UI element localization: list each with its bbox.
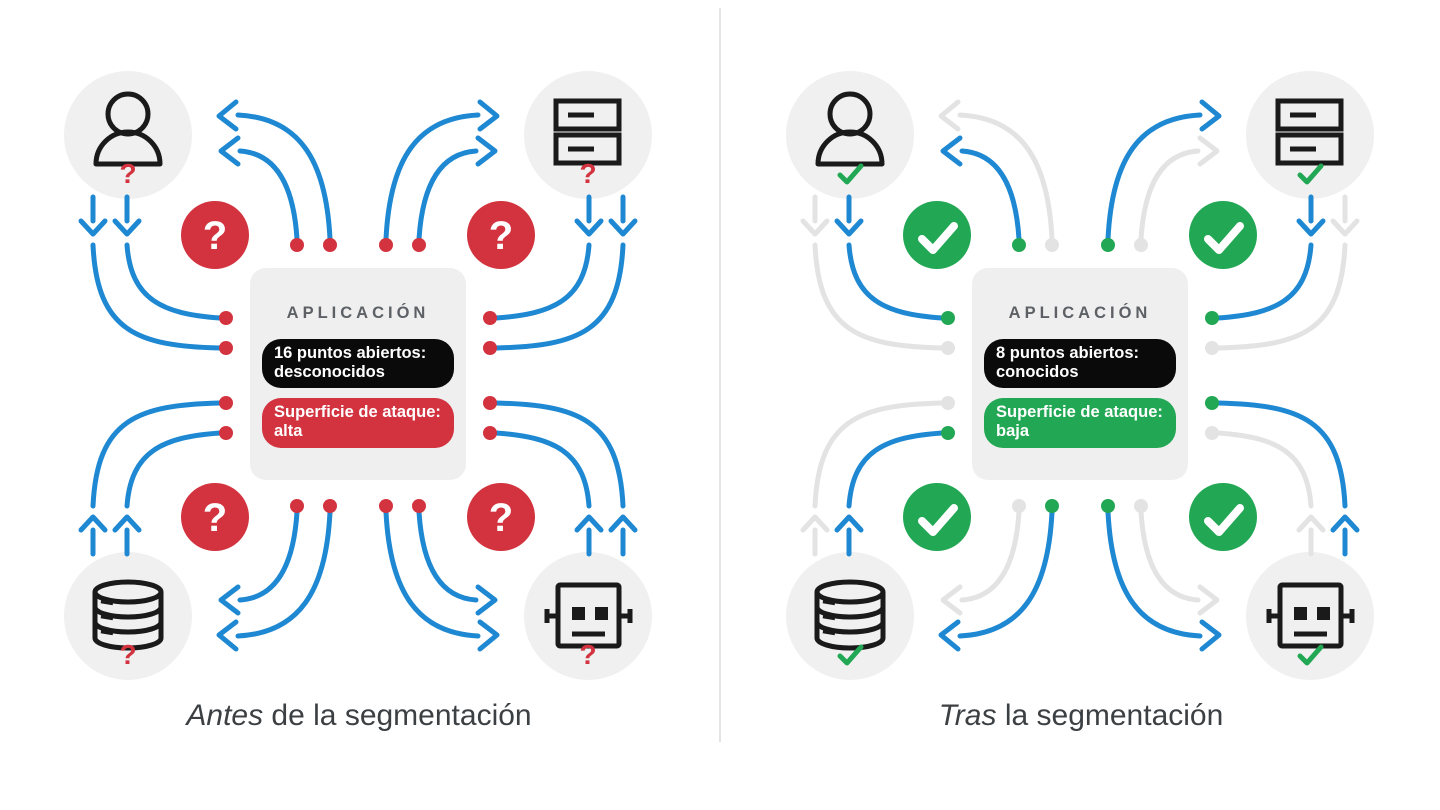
svg-text:?: ? (579, 158, 596, 189)
attack-surface-pill: Superficie de ataque: alta (262, 398, 454, 448)
attack-surface-line1: Superficie de ataque: (996, 403, 1163, 422)
caption-before: Antes de la segmentación (0, 699, 718, 733)
bot-icon (1266, 582, 1355, 649)
caption-before-rest: de la segmentación (263, 699, 532, 732)
connections-br (1101, 396, 1360, 652)
application-box: APLICACIÓN 16 puntos abiertos: desconoci… (250, 268, 466, 480)
vertical-divider (719, 8, 721, 742)
diagram-after-segmentation: APLICACIÓN 8 puntos abiertos: conocidos … (722, 0, 1440, 810)
node-question-mark: ? (579, 639, 596, 670)
connections-tr (1101, 99, 1360, 355)
attack-surface-line2: baja (996, 421, 1030, 440)
question-badge: ? (181, 483, 249, 551)
caption-after: Tras la segmentación (722, 699, 1440, 733)
node-question-mark: ? (119, 158, 136, 189)
diagram-before-segmentation: ???????? APLICACIÓN 16 puntos abiertos: … (0, 0, 718, 810)
node-question-mark: ? (119, 639, 136, 670)
node-question-mark: ? (579, 158, 596, 189)
svg-text:?: ? (489, 496, 513, 540)
svg-text:?: ? (119, 639, 136, 670)
user-icon (815, 91, 885, 167)
connections-bl (800, 396, 1059, 652)
connections-br (379, 396, 638, 652)
question-badge: ? (467, 201, 535, 269)
network-graph-before: ???????? (64, 71, 652, 680)
svg-text:?: ? (579, 639, 596, 670)
attack-surface-line2: alta (274, 421, 303, 440)
node-check-mark (837, 644, 864, 666)
open-points-line1: 8 puntos abiertos: (996, 344, 1140, 362)
application-title: APLICACIÓN (1008, 304, 1152, 322)
server-icon (553, 98, 622, 166)
open-points-line2: conocidos (996, 362, 1079, 381)
node-check-mark (1297, 163, 1324, 185)
caption-after-rest: la segmentación (996, 699, 1224, 732)
svg-text:?: ? (489, 214, 513, 258)
caption-before-emphasis: Antes (186, 699, 264, 732)
server-icon (1275, 98, 1344, 166)
open-points-line1: 16 puntos abiertos: (274, 344, 427, 362)
node-check-mark (837, 163, 864, 185)
connections-tr (379, 99, 638, 355)
open-points-pill: 16 puntos abiertos: desconocidos (262, 339, 454, 389)
check-badge (1189, 483, 1257, 551)
svg-text:?: ? (119, 158, 136, 189)
attack-surface-line1: Superficie de ataque: (274, 403, 441, 422)
connections-tl (78, 99, 337, 355)
question-badge: ? (181, 201, 249, 269)
application-title: APLICACIÓN (286, 304, 430, 322)
node-check-mark (1297, 644, 1324, 666)
database-icon (92, 579, 164, 651)
check-badge (903, 483, 971, 551)
caption-after-emphasis: Tras (938, 699, 997, 732)
application-box: APLICACIÓN 8 puntos abiertos: conocidos … (972, 268, 1188, 480)
user-icon (93, 91, 163, 167)
question-badge: ? (467, 483, 535, 551)
check-badge (1189, 201, 1257, 269)
check-badge (903, 201, 971, 269)
open-points-pill: 8 puntos abiertos: conocidos (984, 339, 1176, 389)
connections-bl (78, 396, 337, 652)
attack-surface-pill: Superficie de ataque: baja (984, 398, 1176, 448)
connections-tl (800, 99, 1059, 355)
network-graph-after (786, 71, 1374, 680)
svg-text:?: ? (203, 496, 227, 540)
svg-text:?: ? (203, 214, 227, 258)
bot-icon (544, 582, 633, 649)
open-points-line2: desconocidos (274, 362, 385, 381)
database-icon (814, 579, 886, 651)
